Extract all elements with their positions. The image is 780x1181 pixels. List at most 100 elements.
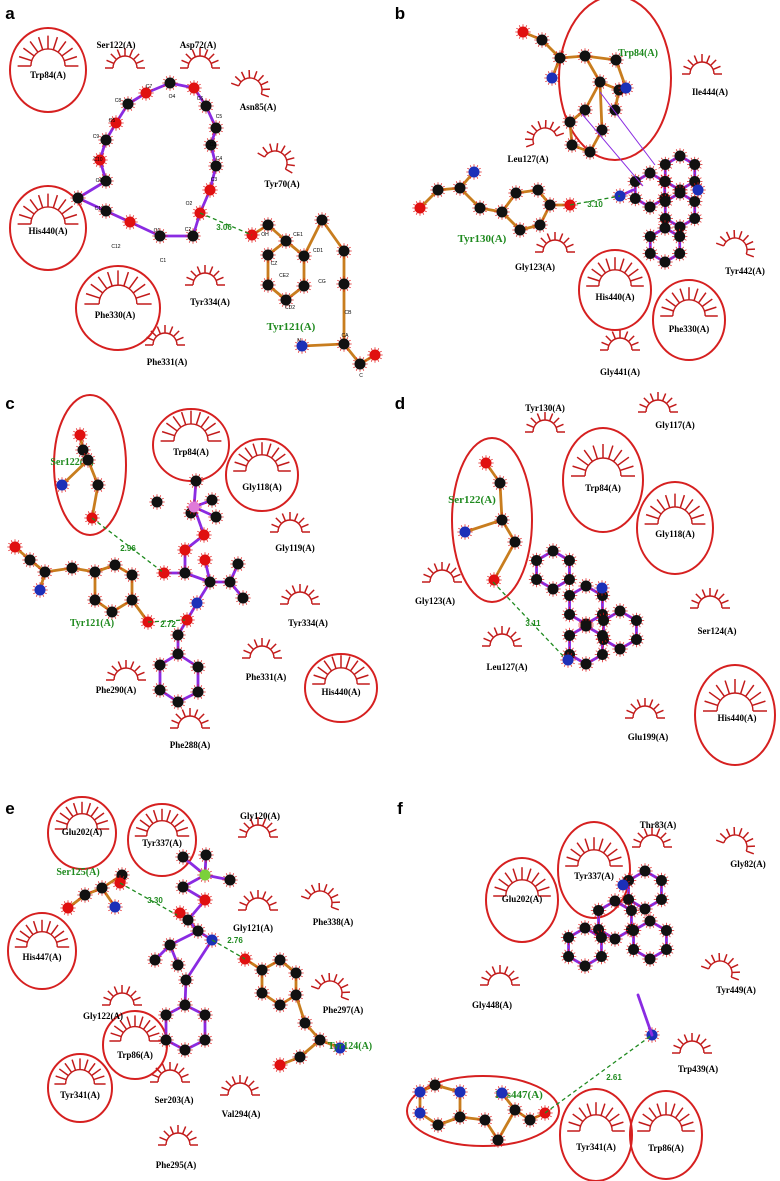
atom-contact <box>164 231 167 234</box>
arc-spoke <box>700 965 709 970</box>
atom-contact <box>273 962 276 965</box>
atom-contact <box>669 194 672 197</box>
atom-C <box>87 592 103 608</box>
arc-base <box>697 595 723 609</box>
atom-contact <box>607 597 610 600</box>
arc-spoke <box>731 971 741 974</box>
atom-contact <box>172 938 175 941</box>
atom-contact <box>83 464 86 467</box>
atom-contact <box>213 149 216 152</box>
arc-spoke <box>724 680 731 695</box>
atom-contact <box>595 125 598 128</box>
atom-contact <box>541 562 544 565</box>
arc-spoke <box>699 1038 707 1046</box>
atom-contact <box>97 576 100 579</box>
atom-contact <box>180 1009 183 1012</box>
atom-contact <box>19 542 22 545</box>
atom-contact <box>659 951 662 954</box>
atom-contact <box>281 234 284 237</box>
panel-label: a <box>5 4 15 23</box>
atom-sphere <box>298 280 310 292</box>
atom-contact <box>578 923 581 926</box>
atom-contact <box>645 211 648 214</box>
atom-contact <box>574 207 577 210</box>
atom-contact <box>113 885 116 888</box>
atom-contact <box>8 549 11 552</box>
hydrophobic-arc <box>54 801 110 830</box>
atom-contact <box>517 546 520 549</box>
atom-sphere <box>77 444 89 456</box>
atom-sphere <box>659 213 671 224</box>
hydrogen-bond <box>119 882 178 916</box>
hydrophobic-residue: Leu127(A) <box>508 119 565 164</box>
atom-contact <box>115 887 118 890</box>
atom-contact <box>565 198 568 201</box>
arc-spoke <box>18 55 32 62</box>
atom-contact <box>599 625 602 628</box>
atom-contact <box>415 1085 418 1088</box>
atom-contact <box>189 92 192 95</box>
atom-contact <box>173 915 176 918</box>
atom-contact <box>171 967 174 970</box>
atom-contact <box>606 933 609 936</box>
atom-contact <box>220 123 223 126</box>
atom-sphere <box>546 72 558 84</box>
atom-contact <box>101 174 104 177</box>
atom-C <box>545 581 561 597</box>
atom-O <box>177 542 193 558</box>
atom-contact <box>220 168 223 171</box>
atom-N <box>294 338 310 354</box>
atom-sphere <box>614 605 626 617</box>
atom-C <box>545 543 561 559</box>
atom-contact <box>462 1096 465 1099</box>
arc-spoke <box>148 1032 160 1038</box>
pi-stacking-line <box>599 91 656 166</box>
arc-base <box>30 206 66 225</box>
atom-contact <box>193 924 196 927</box>
atom-contact <box>572 209 575 212</box>
atom-contact <box>622 189 625 192</box>
arc-spoke <box>188 1136 197 1142</box>
atom-contact <box>181 915 184 918</box>
arc-spoke <box>142 1019 151 1030</box>
atom-contact <box>667 206 670 209</box>
atom-contact <box>208 99 211 102</box>
atom-contact <box>639 177 643 180</box>
atom-contact <box>256 237 259 240</box>
arc-spoke <box>656 1103 662 1116</box>
atom-contact <box>143 615 146 618</box>
atom-contact <box>199 528 202 531</box>
hydrophobic-arc <box>672 1033 712 1054</box>
atom-sphere <box>563 555 575 566</box>
atom-contact <box>587 932 590 935</box>
atom-sphere <box>354 358 366 370</box>
arc-spoke <box>155 1067 163 1075</box>
atom-contact <box>42 583 45 586</box>
atom-label: O3 <box>210 142 217 148</box>
hydrophobic-residue: Tyr442(A) <box>715 229 765 276</box>
arc-spoke <box>710 954 716 963</box>
atom-contact <box>654 232 658 235</box>
atom-contact <box>130 97 133 100</box>
atom-sphere <box>674 248 686 259</box>
atom-contact <box>554 71 557 74</box>
atom-contact <box>198 83 201 86</box>
atom-contact <box>540 1117 543 1120</box>
atom-contact <box>617 932 620 935</box>
atom-sphere <box>314 1034 326 1046</box>
hydrophobic-residue: Tyr334(A) <box>280 584 328 628</box>
atom-contact <box>562 581 565 584</box>
arc-spoke <box>52 36 59 50</box>
arc-spoke <box>284 150 292 157</box>
atom-contact <box>464 183 467 186</box>
atom-contact <box>616 880 619 883</box>
atom-C <box>180 912 196 928</box>
arc-spoke <box>55 819 68 825</box>
arc-spoke <box>607 445 614 460</box>
atom-contact <box>207 904 210 907</box>
atom-contact <box>607 650 610 653</box>
atom-contact <box>595 597 598 600</box>
arc-base <box>173 423 209 442</box>
atom-contact <box>159 506 162 509</box>
atom-contact <box>667 186 669 189</box>
